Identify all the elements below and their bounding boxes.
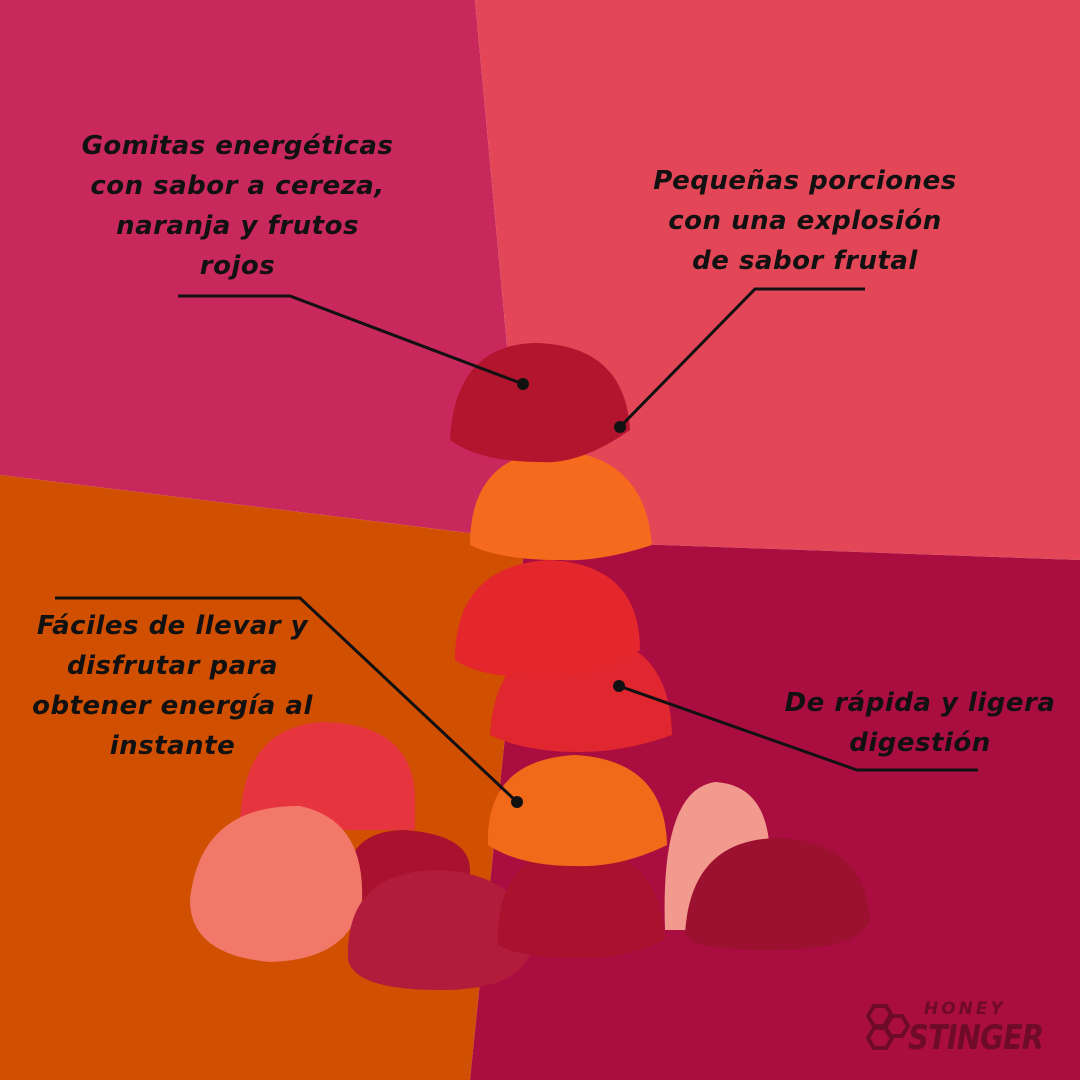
callout-lines bbox=[55, 287, 978, 804]
callout-digestion: De rápida y ligera digestión bbox=[784, 688, 1056, 758]
logo-stinger: STINGER bbox=[908, 1018, 1044, 1058]
callout-portions: Pequeñas porciones con una explosión de … bbox=[653, 166, 957, 276]
honeycomb-icon bbox=[865, 1004, 911, 1050]
bg-magenta bbox=[0, 0, 525, 540]
honey-stinger-logo: HONEY STINGER bbox=[862, 1000, 1072, 1062]
callout-flavors: Gomitas energéticas con sabor a cereza, … bbox=[81, 131, 394, 281]
gummies-image bbox=[190, 343, 870, 990]
callout-portable: Fáciles de llevar y disfrutar para obten… bbox=[32, 611, 313, 761]
callout-dots bbox=[511, 378, 626, 808]
logo-honey: HONEY bbox=[924, 999, 1006, 1019]
